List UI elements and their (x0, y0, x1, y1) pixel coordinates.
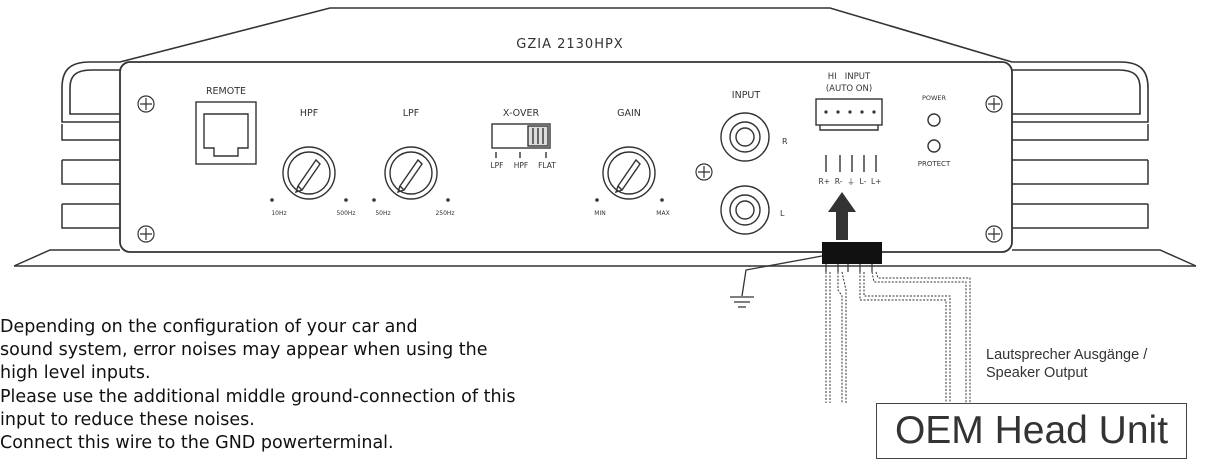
hpf-min-label: 10Hz (271, 210, 286, 217)
right-handle (1012, 61, 1149, 123)
gain-max-dot (660, 198, 664, 202)
gain-max-label: MAX (656, 210, 669, 217)
lpf-max-label: 250Hz (435, 210, 454, 217)
high-level-plug (822, 242, 882, 264)
ground-wire (741, 255, 823, 297)
gain-min-dot (595, 198, 599, 202)
amplifier-housing-top (119, 7, 1013, 63)
hpf-knob (282, 146, 336, 200)
remote-label: REMOTE (206, 86, 246, 97)
lpf-knob (384, 146, 438, 200)
gain-min-label: MIN (594, 210, 605, 217)
speaker-wires (825, 271, 971, 403)
speaker-output-label-de: Lautsprecher Ausgänge / (986, 347, 1148, 363)
front-panel (119, 61, 1013, 253)
hi-input-pins (824, 110, 876, 114)
note-line: Please use the additional middle ground-… (0, 386, 516, 407)
rca-jack-l (720, 185, 770, 235)
hpf-max-label: 500Hz (336, 210, 355, 217)
hpf-min-dot (270, 198, 274, 202)
note-line: input to reduce these noises. (0, 409, 255, 430)
speaker-output-label: Lautsprecher Ausgänge / Speaker Output (986, 346, 1147, 382)
ground-symbol (730, 296, 754, 308)
oem-head-unit-box: OEM Head Unit (876, 403, 1187, 459)
gain-knob (602, 146, 656, 200)
lpf-min-label: 50Hz (375, 210, 390, 217)
hi-input-pin-labels: R+ R- ⏚ L- L+ (819, 177, 882, 186)
input-label: INPUT (732, 90, 761, 101)
power-label: POWER (922, 94, 947, 102)
xover-option-lpf: LPF (490, 161, 503, 170)
note-line: Connect this wire to the GND powertermin… (0, 433, 394, 454)
hpf-max-dot (344, 198, 348, 202)
protect-label: PROTECT (918, 160, 951, 168)
hi-input-label: HI INPUT (828, 72, 871, 82)
xover-switch (491, 123, 551, 158)
xover-option-hpf: HPF (514, 161, 528, 170)
hpf-label: HPF (300, 108, 318, 119)
lpf-min-dot (372, 198, 376, 202)
hi-input-auto-label: (AUTO ON) (826, 84, 872, 94)
ground-connection-note: Depending on the configuration of your c… (0, 316, 560, 455)
rca-jack-r (720, 112, 770, 162)
left-handle (61, 61, 120, 123)
model-name: GZIA 2130HPX (516, 37, 623, 52)
gain-label: GAIN (617, 108, 641, 119)
rca-r-label: R (782, 137, 788, 146)
note-line: sound system, error noises may appear wh… (0, 340, 488, 361)
protect-led (927, 139, 941, 153)
note-line: high level inputs. (0, 363, 151, 384)
plug-pins (825, 264, 873, 272)
power-led (927, 113, 941, 127)
right-heatsink-fins (1012, 124, 1197, 267)
lpf-max-dot (446, 198, 450, 202)
remote-jack (195, 101, 257, 165)
connection-arrow (828, 192, 856, 240)
rca-l-label: L (780, 209, 785, 218)
oem-head-unit-label: OEM Head Unit (894, 409, 1169, 452)
left-heatsink-fins (13, 124, 120, 267)
xover-option-flat: FLAT (538, 161, 556, 170)
xover-label: X-OVER (503, 108, 540, 119)
panel-screws (137, 95, 1003, 243)
lpf-label: LPF (403, 108, 420, 119)
hi-input-connector (815, 98, 883, 172)
speaker-output-label-en: Speaker Output (986, 365, 1088, 381)
note-line: Depending on the configuration of your c… (0, 317, 418, 337)
